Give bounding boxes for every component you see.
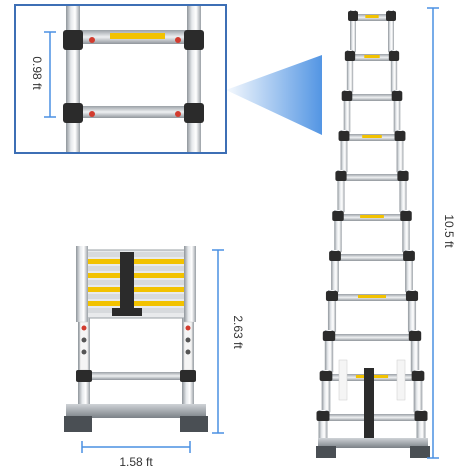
rail-segment [393,90,401,133]
rail-segment [390,50,398,93]
rail-segment [399,170,407,213]
inset-warning-label [110,33,165,39]
zoom-beam [226,55,322,135]
inset-black-joint [184,30,204,50]
rung-joint [319,371,333,381]
rung-joint [338,131,350,141]
stacked-rung [88,294,184,299]
rung [347,94,397,101]
inset-black-joint [184,103,204,123]
collapsed-strap [120,252,134,316]
rung-joint [316,411,330,421]
rail-segment [324,330,334,373]
rung-joint [411,371,425,381]
rung-joint [394,131,406,141]
collapsed-ladder [64,246,208,432]
rail-segment [388,10,394,53]
stacked-rung [88,259,184,264]
stabilizer-bar [66,404,206,418]
inset-black-joint [63,103,83,123]
rung-joint [414,411,428,421]
rail-segment [407,290,417,333]
rung-joint [341,91,353,101]
stacked-rung [88,301,184,306]
extended-height-dimension [427,7,439,459]
inset-red-lock-dot [175,37,181,43]
rung-joint [344,51,356,61]
rung-label [362,135,382,138]
rung-joint [400,211,412,221]
safety-sticker [338,359,348,401]
rung-joint [391,91,403,101]
rail-segment [331,250,339,293]
rung-joint [388,51,400,61]
rung-joint [405,291,419,301]
foot-pad [410,446,430,458]
rung-label [360,215,384,218]
foot-pad [64,416,92,432]
inset-right-rail [187,6,201,152]
rung [341,174,403,181]
rail-segment [340,130,348,173]
extended-ladder [316,10,430,458]
tall-strap [364,368,374,438]
rung-joint [386,11,396,21]
rail-segment [334,210,342,253]
inset-red-lock-dot [175,111,181,117]
rail-segment [402,210,410,253]
width-label: 1.58 ft [119,455,153,469]
collapsed-bottom-rung [88,372,184,380]
rail-segment [396,130,404,173]
rail-segment [346,50,354,93]
stacked-rung [88,252,184,257]
rail-segment [327,290,337,333]
rung-joint [403,251,415,261]
stacked-rung [88,287,184,292]
rung-joint [335,171,347,181]
rung-joint [322,331,336,341]
rung-joint [397,171,409,181]
rail-segment [350,10,356,53]
rung-joint [408,331,422,341]
width-dimension [81,441,191,453]
rung-spacing-label: 0.98 ft [30,56,44,90]
rung-label [358,295,386,298]
rail-segment [416,410,426,453]
foot-pad [316,446,336,458]
rail-segment [410,330,420,373]
rung-joint [325,291,339,301]
stacked-rung [88,280,184,285]
rung [335,254,409,261]
collapsed-height-dimension [212,249,224,434]
rung-label [365,15,379,18]
inset-black-joint [63,30,83,50]
inset-bottom-rung [72,106,194,118]
rung-joint [329,251,341,261]
collapsed-height-label: 2.63 ft [231,315,245,349]
zoom-inset [14,4,227,154]
rail-segment [413,370,423,413]
inset-left-rail [66,6,80,152]
rung [329,334,415,341]
inset-red-lock-dot [89,37,95,43]
safety-sticker [396,359,406,401]
rail-segment [321,370,331,413]
inset-red-lock-dot [89,111,95,117]
rung-label [364,55,380,58]
extended-height-label: 10.5 ft [442,214,456,248]
rail-segment [343,90,351,133]
foot-pad [180,416,208,432]
stacked-rung [88,266,184,271]
rail-segment [337,170,345,213]
rung-joint [348,11,358,21]
rail-segment [405,250,413,293]
rung-joint [332,211,344,221]
stacked-rung [88,273,184,278]
stabilizer-bar [318,438,428,448]
rail-segment [318,410,328,453]
